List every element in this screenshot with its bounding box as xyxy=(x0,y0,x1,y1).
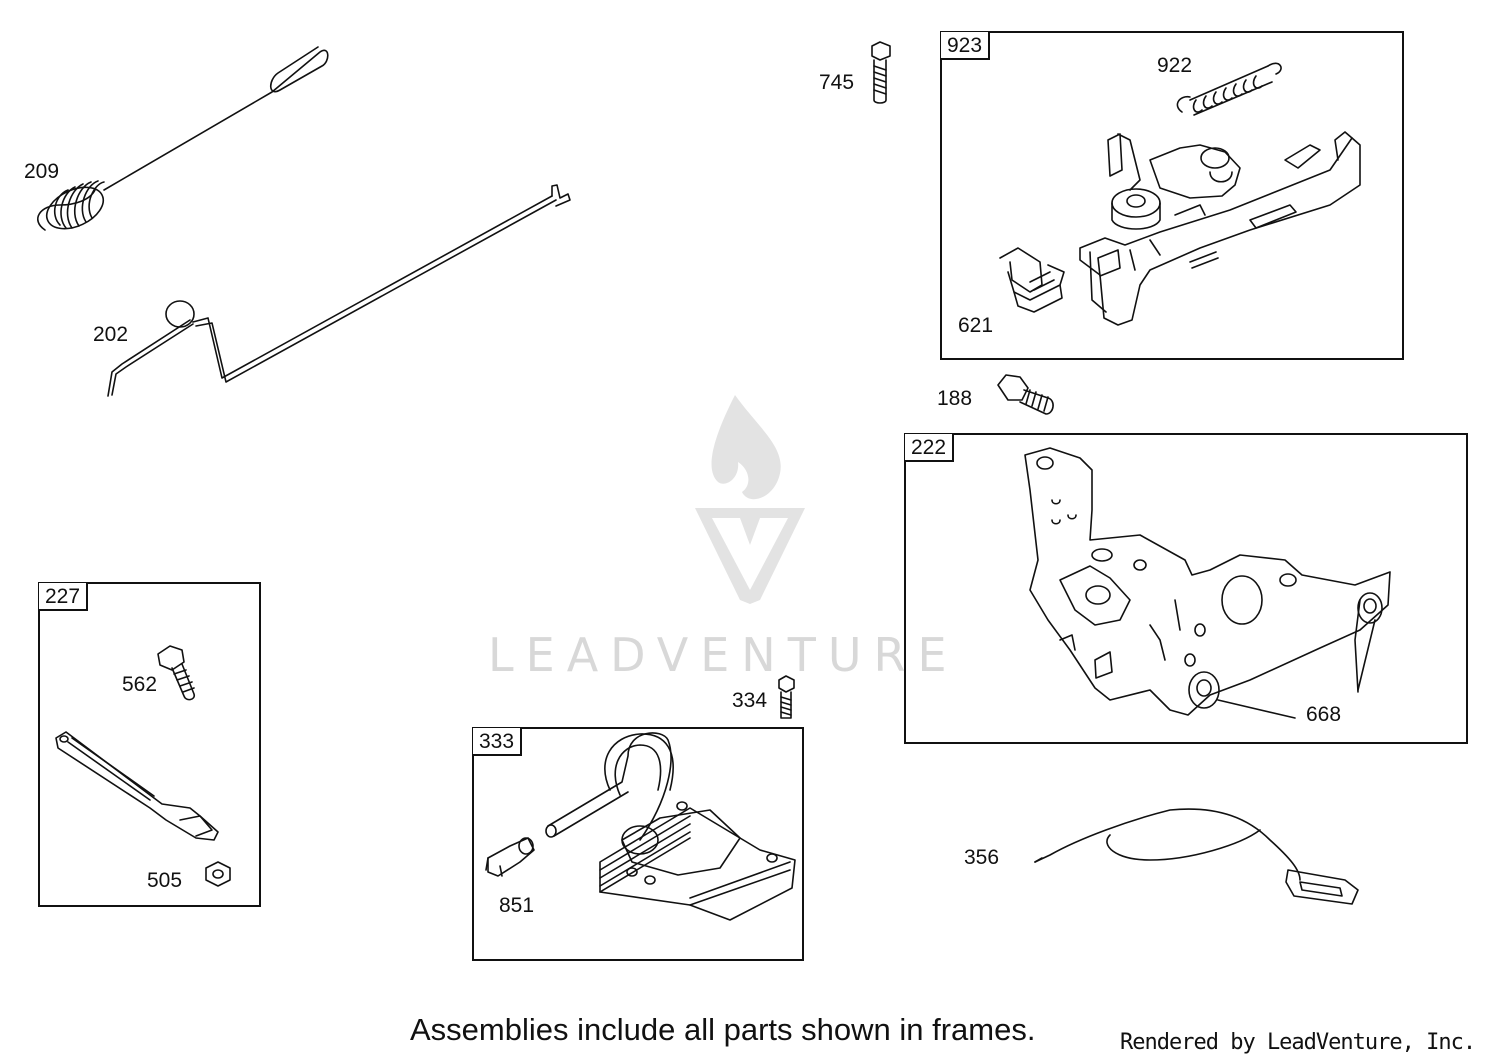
callout-505: 505 xyxy=(147,869,183,892)
part-334-screw xyxy=(778,675,795,719)
flame-v-logo-icon xyxy=(695,395,805,604)
callout-562: 562 xyxy=(122,673,158,696)
callout-621: 621 xyxy=(958,314,994,337)
footer-note: Assemblies include all parts shown in fr… xyxy=(410,1012,1036,1047)
callout-851: 851 xyxy=(499,894,535,917)
frame-222: 222 xyxy=(904,433,1468,744)
frame-333: 333 xyxy=(472,727,804,961)
frame-tag-923: 923 xyxy=(941,32,991,60)
part-562-screw xyxy=(157,645,196,701)
frame-923: 923 xyxy=(940,31,1404,360)
callout-922: 922 xyxy=(1157,54,1193,77)
callout-356: 356 xyxy=(964,846,1000,869)
part-356-wire xyxy=(1034,808,1359,905)
frame-227: 227 xyxy=(38,582,261,907)
frame-tag-227: 227 xyxy=(39,583,89,611)
callout-209: 209 xyxy=(24,160,60,183)
frame-tag-222: 222 xyxy=(905,434,955,462)
part-209-spring xyxy=(37,46,329,231)
callout-745: 745 xyxy=(819,71,855,94)
callout-202: 202 xyxy=(93,323,129,346)
callout-668: 668 xyxy=(1306,703,1342,726)
part-621-clip xyxy=(999,247,1065,313)
callout-188: 188 xyxy=(937,387,973,410)
part-333-ignition-coil xyxy=(545,732,796,921)
callout-334: 334 xyxy=(732,689,768,712)
part-505-nut xyxy=(205,861,231,887)
part-227-lever xyxy=(55,731,219,841)
part-222-assembly xyxy=(1024,447,1391,719)
part-923-assembly xyxy=(1079,131,1361,326)
part-188-screw xyxy=(997,374,1054,415)
part-745-bolt xyxy=(871,41,891,104)
part-202-rod xyxy=(107,184,571,397)
render-credit: Rendered by LeadVenture, Inc. xyxy=(1120,1030,1476,1055)
part-851-terminal xyxy=(485,837,535,877)
frame-tag-333: 333 xyxy=(473,728,523,756)
part-922-spring xyxy=(1176,62,1282,116)
watermark-brand: LEADVENTURE xyxy=(488,628,959,682)
